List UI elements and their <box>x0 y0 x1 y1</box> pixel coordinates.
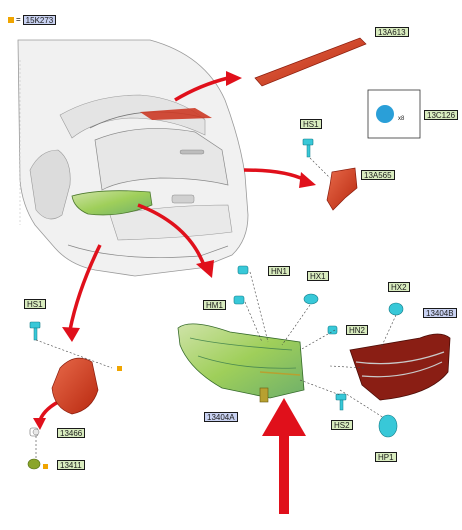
legend-equals: = <box>16 15 21 25</box>
large-up-arrow <box>262 398 306 514</box>
hx2-screw <box>388 302 404 316</box>
hs1-screw-left <box>29 321 41 341</box>
label-hs1-upper: HS1 <box>300 119 322 129</box>
label-hs2: HS2 <box>331 420 353 430</box>
label-hp1: HP1 <box>375 452 397 462</box>
label-13404B: 13404B <box>423 308 457 318</box>
hi-mount-stop-lamp-part <box>254 37 367 87</box>
clip-legend-box <box>367 89 421 139</box>
label-hm1: HM1 <box>203 300 226 310</box>
label-hx1: HX1 <box>307 271 329 281</box>
bracket-part <box>326 167 358 211</box>
leader-lines <box>35 157 397 458</box>
label-hx2: HX2 <box>388 282 410 292</box>
legend: =15K273 <box>8 14 57 25</box>
label-13466: 13466 <box>57 428 86 438</box>
label-13C126: 13C126 <box>424 110 459 120</box>
clip-quantity: x8 <box>398 116 405 122</box>
lh-tail-lamp-part <box>177 323 305 403</box>
legend-code: 15K273 <box>22 14 57 25</box>
hn2-nut <box>327 325 338 335</box>
hm1-nut <box>233 295 245 305</box>
connector-legend-swatch <box>8 16 14 23</box>
bulb-socket-part <box>29 427 40 437</box>
label-hn1: HN1 <box>268 266 291 276</box>
label-13404A: 13404A <box>204 412 238 422</box>
rear-lamp-housing-part <box>51 357 99 415</box>
hs2-screw <box>335 393 347 411</box>
arrow-heads <box>33 71 316 430</box>
hs1-screw-upper <box>302 138 314 158</box>
label-hs1-left: HS1 <box>24 299 46 309</box>
connector-squares <box>43 366 122 469</box>
vehicle-body <box>17 39 249 277</box>
hx1-screw <box>303 293 319 305</box>
rh-tail-lamp-part <box>349 333 451 401</box>
bulb-part <box>27 458 41 470</box>
hp1-plug <box>378 414 398 438</box>
hn1-nut <box>237 265 249 275</box>
label-13411: 13411 <box>57 460 85 470</box>
vehicle-tail-lamp <box>71 190 153 216</box>
label-13A613: 13A613 <box>375 27 409 37</box>
label-hn2: HN2 <box>346 325 369 335</box>
label-13A565: 13A565 <box>361 170 395 180</box>
